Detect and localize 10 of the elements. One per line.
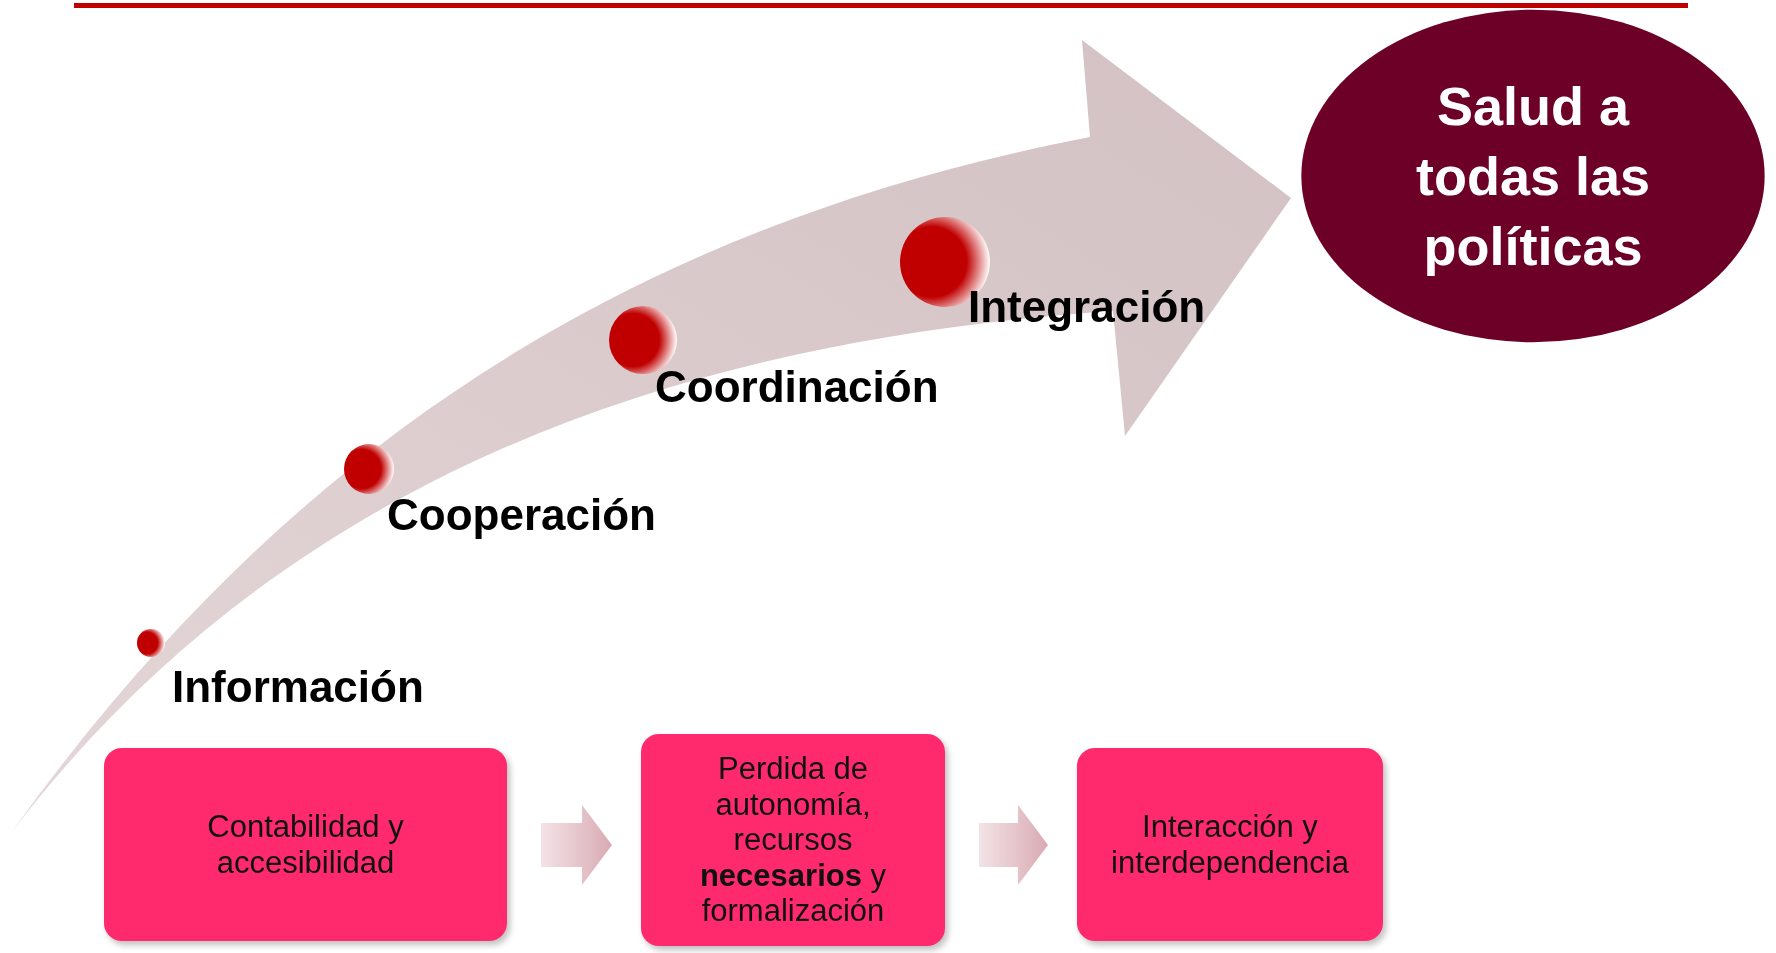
stage-label: Coordinación xyxy=(655,362,939,412)
stage-label: Información xyxy=(172,662,424,712)
goal-ellipse: Salud a todas las políticas xyxy=(1299,8,1767,344)
stage-box: Perdida de autonomía, recursos necesarios y formalización xyxy=(641,734,945,946)
stage-label: Cooperación xyxy=(387,490,656,540)
block-arrow xyxy=(979,805,1048,885)
stage-label: Integración xyxy=(968,282,1206,332)
block-arrow xyxy=(541,805,612,885)
stage-box: Interacción y interdependencia xyxy=(1077,748,1383,941)
stage-box: Contabilidad y accesibilidad xyxy=(104,748,507,941)
